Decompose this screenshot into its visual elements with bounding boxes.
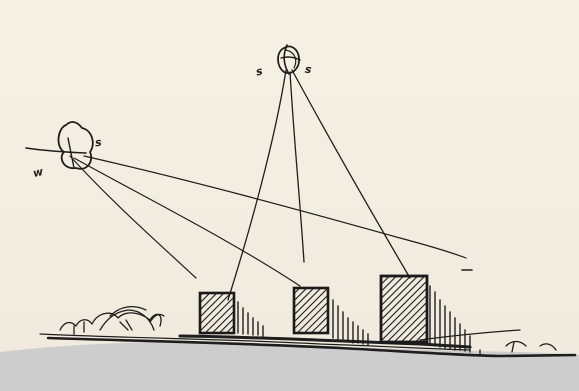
building-1 (200, 293, 234, 333)
high-sun-label-right: s (304, 64, 312, 76)
low-sun-label-right: s (94, 137, 102, 149)
building-3 (381, 276, 427, 342)
building-2 (294, 288, 328, 333)
high-sun-label-left: s (255, 65, 264, 77)
